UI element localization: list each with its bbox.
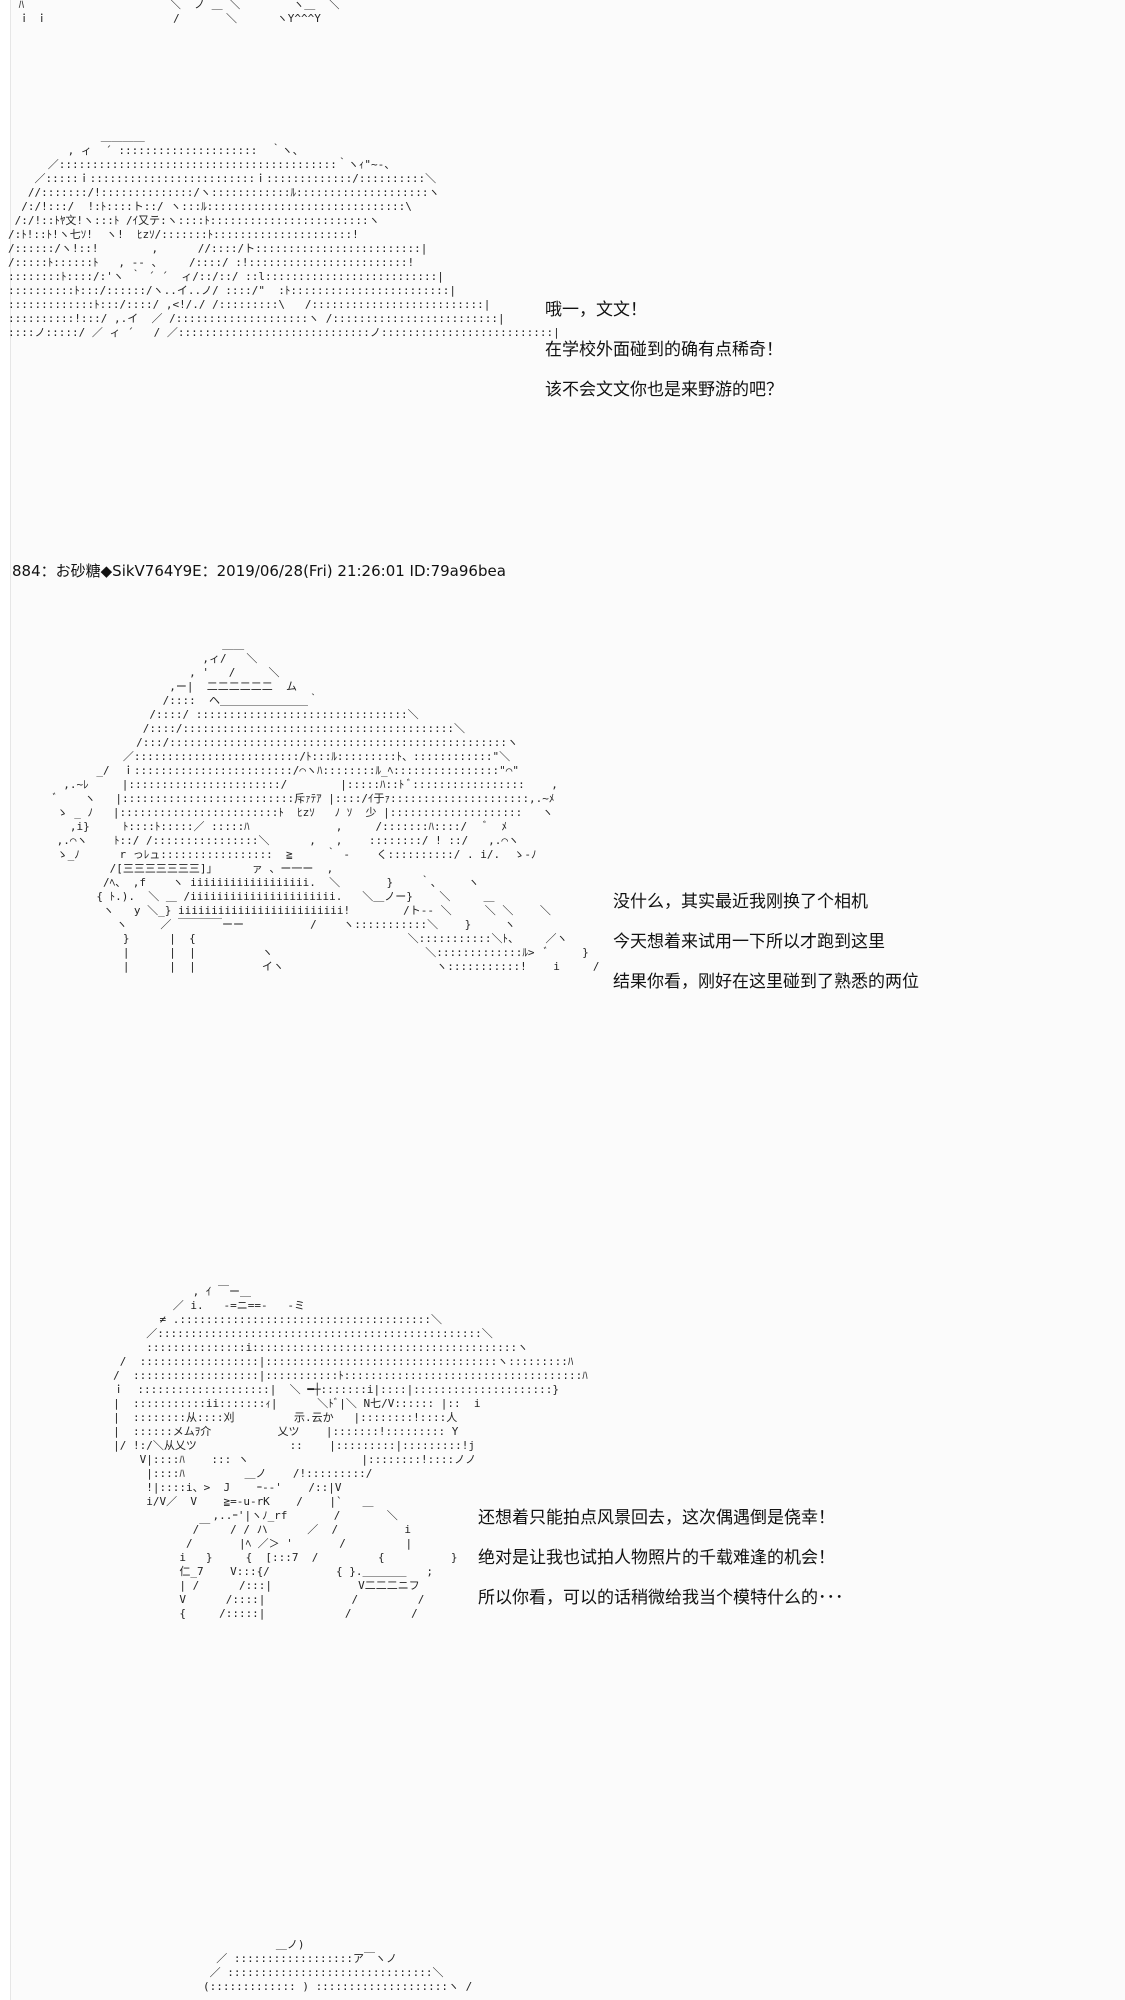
dialog-line: 该不会文文你也是来野游的吧？ (545, 380, 783, 400)
dialog-line: 没什么，其实最近我刚换了个相机 (613, 892, 868, 912)
ascii-art-hatate-pointing: ＿＿ ,ィ/ ＼ , ' / ＼ ,ー| 二二二二二二 ム /:::: ヘ＿＿＿… (50, 638, 600, 973)
ascii-art-bottom-fragment: ＿ノ) ／ ::::::::::::::::::ア￣ヽノ ／ :::::::::… (202, 1938, 473, 1993)
dialog-block-2: 没什么，其实最近我刚换了个相机 今天想着来试用一下所以才跑到这里 结果你看，刚好… (613, 882, 919, 1002)
dialog-line: 哦一，文文！ (545, 300, 647, 320)
dialog-line: 还想着只能拍点风景回去，这次偶遇倒是侥幸！ (478, 1508, 835, 1528)
post-header: 884：お砂糖◆SikV764Y9E：2019/06/28(Fri) 21:26… (12, 562, 506, 580)
dialog-line: 所以你看，可以的话稍微给我当个模特什么的･･･ (478, 1588, 844, 1608)
dialog-line: 在学校外面碰到的确有点稀奇！ (545, 340, 783, 360)
dialog-line: 结果你看，刚好在这里碰到了熟悉的两位 (613, 972, 919, 992)
ascii-art-hatate-camera: , ｲ ￣ー＿ ／ i. -=ニ==- -ミ ≠ .::::::::::::::… (113, 1285, 588, 1620)
ascii-art-top-fragment: ﾊ ＼ ノ ＿ ＼ ヽ＿ ＼ ｉ ｉ / ＼ ヽY^^^Y (18, 0, 340, 25)
ascii-art-aya-smiling: ＿＿＿＿ , ィ ´ ::::::::::::::::::::: ｀ヽ、 ／::… (8, 130, 560, 339)
dialog-line: 绝对是让我也试拍人物照片的千载难逢的机会！ (478, 1548, 835, 1568)
page-frame (10, 0, 1125, 2000)
dialog-block-1: 哦一，文文！ 在学校外面碰到的确有点稀奇！ 该不会文文你也是来野游的吧？ (545, 290, 783, 410)
dialog-line: 今天想着来试用一下所以才跑到这里 (613, 932, 885, 952)
dialog-block-3: 还想着只能拍点风景回去，这次偶遇倒是侥幸！ 绝对是让我也试拍人物照片的千载难逢的… (478, 1498, 844, 1618)
